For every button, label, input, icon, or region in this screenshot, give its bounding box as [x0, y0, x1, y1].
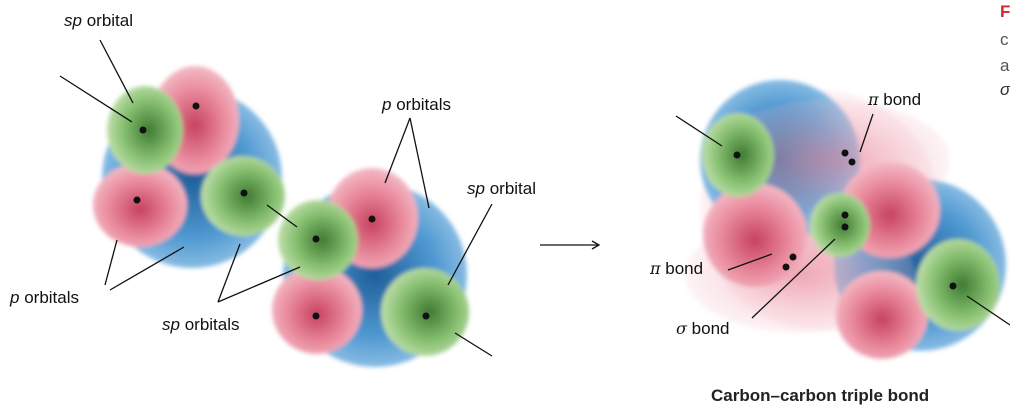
caption-line-1: c: [1000, 31, 1009, 48]
label-orbitals-word: orbitals: [396, 95, 451, 114]
label-sp-orbitals-bottom: sp orbitals: [162, 316, 240, 333]
label-pi-symbol: π: [868, 90, 879, 109]
label-p-orbitals-left: p orbitals: [10, 289, 79, 306]
triple-bond-molecule: [685, 80, 1006, 359]
label-orbitals-word: orbitals: [185, 315, 240, 334]
label-sp-orbital-right: sp orbital: [467, 180, 536, 197]
label-bond-word: bond: [692, 319, 730, 338]
triple-bond-sp-lobe-right: [916, 239, 1000, 331]
label-sigma-bond: σ bond: [676, 320, 729, 337]
caption-line-2: a: [1000, 57, 1009, 74]
left-carbon-atom: [93, 66, 285, 268]
label-orbital-word: orbital: [87, 11, 133, 30]
right-carbon-atom: [272, 168, 469, 367]
label-sp-symbol: sp: [467, 179, 485, 198]
left-atom-p-lobe-bottom: [93, 163, 187, 247]
label-p-orbitals-top: p orbitals: [382, 96, 451, 113]
middle-atom-sp-lobe-right: [381, 268, 469, 356]
figure-title: Carbon–carbon triple bond: [711, 386, 929, 406]
label-bond-word: bond: [665, 259, 703, 278]
label-sigma-symbol: σ: [676, 319, 687, 338]
label-orbital-word: orbital: [490, 179, 536, 198]
label-p-symbol: p: [10, 288, 19, 307]
label-pi-bond-top: π bond: [868, 91, 921, 108]
triple-bond-sigma-lobe: [810, 193, 870, 257]
label-sp-orbital-top-left: sp orbital: [64, 12, 133, 29]
label-bond-word: bond: [883, 90, 921, 109]
label-orbitals-word: orbitals: [24, 288, 79, 307]
reaction-arrow-icon: [540, 241, 599, 249]
caption-line-3: σ: [1000, 81, 1010, 98]
label-pi-bond-left: π bond: [650, 260, 703, 277]
caption-heading: F: [1000, 2, 1010, 22]
label-pi-symbol: π: [650, 259, 661, 278]
label-p-symbol: p: [382, 95, 391, 114]
label-sp-symbol: sp: [162, 315, 180, 334]
label-sp-symbol: sp: [64, 11, 82, 30]
